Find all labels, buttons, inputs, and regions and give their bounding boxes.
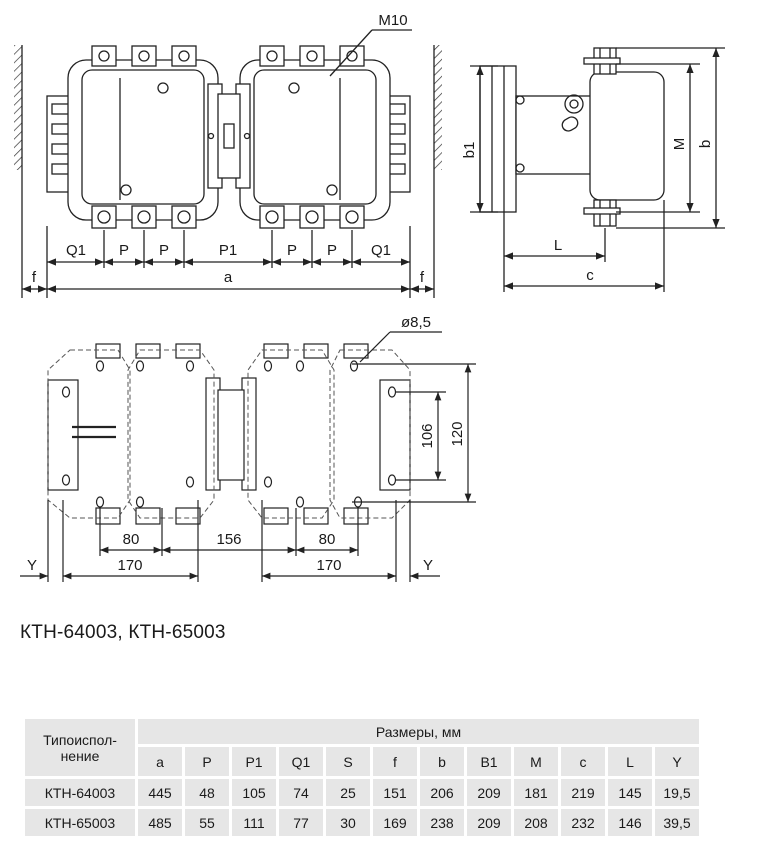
table-header-row: Типоиспол-нение Размеры, мм <box>25 719 699 776</box>
label-b: b <box>697 140 714 148</box>
col-s: S <box>326 747 370 776</box>
table-cell: 111 <box>232 809 276 836</box>
col-b1: B1 <box>467 747 511 776</box>
label-p-4: P <box>327 242 337 259</box>
label-170-left: 170 <box>117 557 142 574</box>
row-name: КТН-65003 <box>25 809 135 836</box>
table-cell: 74 <box>279 779 323 806</box>
label-80-left: 80 <box>123 531 140 548</box>
table-cell: 77 <box>279 809 323 836</box>
side-view-text: b1 M b L c <box>461 138 714 284</box>
table-row: КТН-64003 445 48 105 74 25 151 206 209 1… <box>25 779 699 806</box>
mount-view <box>47 343 411 525</box>
col-p: P <box>185 747 229 776</box>
wall-right <box>434 45 442 170</box>
label-q1-right: Q1 <box>371 242 391 259</box>
col-c: c <box>561 747 605 776</box>
label-q1-left: Q1 <box>66 242 86 259</box>
label-p-1: P <box>119 242 129 259</box>
label-hole-diameter: ø8,5 <box>401 314 431 331</box>
dimensions-table: Типоиспол-нение Размеры, мм a P P1 Q1 S … <box>22 716 702 839</box>
wall-left <box>14 45 22 170</box>
label-120: 120 <box>449 421 466 446</box>
table-cell: 209 <box>467 779 511 806</box>
table-cell: 238 <box>420 809 464 836</box>
table-cell: 209 <box>467 809 511 836</box>
label-m10: M10 <box>378 12 407 29</box>
type-header-line2: нение <box>60 747 100 764</box>
label-y-right: Y <box>423 557 433 574</box>
table-cell: 151 <box>373 779 417 806</box>
mount-holes <box>61 360 397 508</box>
column-header-row: a P P1 Q1 S f b B1 M c L Y <box>25 747 699 776</box>
table-cell: 208 <box>514 809 558 836</box>
label-156: 156 <box>216 531 241 548</box>
label-106: 106 <box>419 423 436 448</box>
table-cell: 219 <box>561 779 605 806</box>
label-m: M <box>671 138 688 151</box>
label-f-left: f <box>32 269 37 286</box>
table-cell: 19,5 <box>655 779 699 806</box>
table-cell: 55 <box>185 809 229 836</box>
col-f: f <box>373 747 417 776</box>
model-caption: КТН-64003, КТН-65003 <box>20 622 226 643</box>
label-p1: P1 <box>219 242 237 259</box>
label-f-right: f <box>420 269 425 286</box>
label-p-2: P <box>159 242 169 259</box>
label-l: L <box>554 237 562 254</box>
mount-view-dims <box>20 331 476 582</box>
table-cell: 39,5 <box>655 809 699 836</box>
table-cell: 485 <box>138 809 182 836</box>
col-m: M <box>514 747 558 776</box>
table-cell: 48 <box>185 779 229 806</box>
table-cell: 105 <box>232 779 276 806</box>
mount-view-dashed <box>47 349 411 519</box>
type-header: Типоиспол-нение <box>25 719 135 776</box>
side-view <box>470 47 725 292</box>
table-cell: 181 <box>514 779 558 806</box>
label-y-left: Y <box>27 557 37 574</box>
row-name: КТН-64003 <box>25 779 135 806</box>
table-row: КТН-65003 485 55 111 77 30 169 238 209 2… <box>25 809 699 836</box>
table-cell: 169 <box>373 809 417 836</box>
label-c: c <box>586 267 594 284</box>
col-y: Y <box>655 747 699 776</box>
table-cell: 145 <box>608 779 652 806</box>
label-b1: b1 <box>461 142 478 159</box>
type-header-line1: Типоиспол- <box>43 731 117 748</box>
dimensions-header: Размеры, мм <box>138 719 699 745</box>
col-q1: Q1 <box>279 747 323 776</box>
table-cell: 146 <box>608 809 652 836</box>
table-cell: 206 <box>420 779 464 806</box>
label-p-3: P <box>287 242 297 259</box>
top-view <box>14 29 442 298</box>
table-cell: 30 <box>326 809 370 836</box>
label-a: a <box>224 269 233 286</box>
table-cell: 232 <box>561 809 605 836</box>
table-cell: 25 <box>326 779 370 806</box>
label-170-right: 170 <box>316 557 341 574</box>
col-b: b <box>420 747 464 776</box>
top-view-text: M10 Q1 P P P1 P P Q1 f a f <box>32 12 425 286</box>
mount-view-text: ø8,5 106 120 80 156 80 170 170 Y Y <box>27 314 466 574</box>
technical-drawing: M10 Q1 P P P1 P P Q1 f a f <box>14 12 725 582</box>
col-a: a <box>138 747 182 776</box>
col-l: L <box>608 747 652 776</box>
label-80-right: 80 <box>319 531 336 548</box>
col-p1: P1 <box>232 747 276 776</box>
table-cell: 445 <box>138 779 182 806</box>
